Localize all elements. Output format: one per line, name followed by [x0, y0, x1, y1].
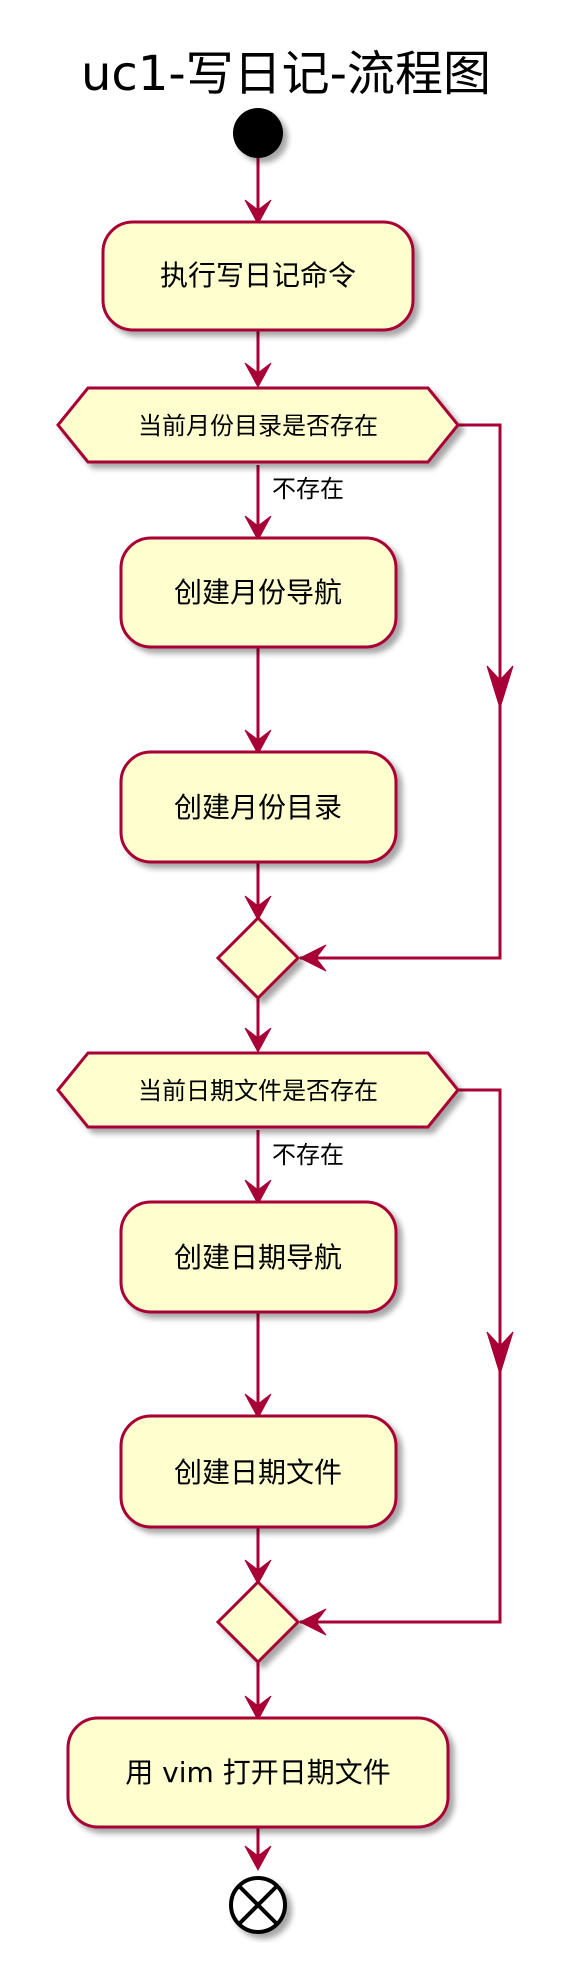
decision-month-dir: 当前月份目录是否存在 [56, 386, 460, 464]
activity-exec-command: 执行写日记命令 [101, 220, 415, 332]
arrowhead-down [244, 1027, 272, 1054]
arrowhead-down [244, 1393, 272, 1420]
arrowhead-down [244, 1559, 272, 1586]
arrowhead-left [298, 944, 327, 972]
arrowheads [244, 199, 514, 1872]
arrowhead-down [244, 362, 272, 389]
start-node [233, 108, 283, 158]
activity-create-month-nav: 创建月份导航 [119, 536, 398, 649]
arrowhead-down [244, 895, 272, 922]
label-month-not-exist: 不存在 [272, 475, 344, 503]
arrowhead-down [244, 1179, 272, 1206]
arrowhead-down [244, 1695, 272, 1722]
arrowhead-down [244, 515, 272, 542]
activity-create-month-dir: 创建月份目录 [119, 750, 398, 864]
activity-label: 创建日期导航 [174, 1241, 342, 1274]
merge-node-month [215, 915, 301, 1001]
arrowhead-down [244, 729, 272, 756]
activity-create-date-file: 创建日期文件 [119, 1414, 398, 1529]
diagram-title: uc1-写日记-流程图 [81, 46, 491, 102]
decision-label: 当前日期文件是否存在 [138, 1077, 378, 1105]
activity-label: 创建月份导航 [174, 576, 342, 609]
activity-label: 用 vim 打开日期文件 [125, 1756, 390, 1789]
arrowhead-down [244, 199, 272, 226]
edge-date-exists-bypass [300, 1088, 502, 1624]
arrowhead-down [486, 665, 514, 710]
merge-node-date [215, 1579, 301, 1665]
activity-label: 创建日期文件 [174, 1456, 342, 1489]
arrowhead-left [298, 1608, 327, 1636]
activity-label: 执行写日记命令 [160, 259, 356, 292]
activity-label: 创建月份目录 [174, 791, 342, 824]
decision-date-file: 当前日期文件是否存在 [56, 1051, 460, 1129]
decision-label: 当前月份目录是否存在 [138, 412, 378, 440]
activity-open-vim: 用 vim 打开日期文件 [66, 1716, 450, 1829]
arrowhead-down [486, 1331, 514, 1376]
activity-create-date-nav: 创建日期导航 [119, 1200, 398, 1314]
end-node [229, 1876, 287, 1934]
edge-month-exists-bypass [300, 423, 502, 960]
arrowhead-down [244, 1845, 272, 1872]
label-date-not-exist: 不存在 [272, 1141, 344, 1169]
